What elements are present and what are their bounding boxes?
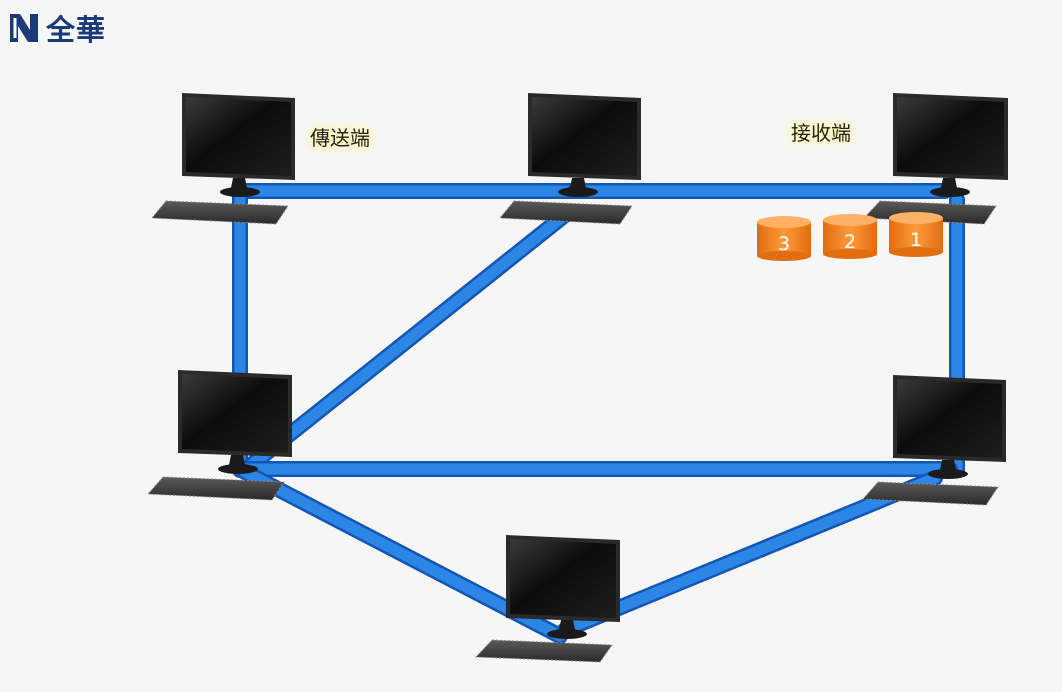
computer-icon (498, 93, 641, 225)
packet-number: 3 (777, 233, 791, 255)
network-nodes (146, 93, 1008, 663)
data-packets (757, 212, 943, 261)
sender-label: 傳送端 (310, 126, 370, 150)
brand-name: 全華 (46, 13, 107, 47)
packet-number: 1 (909, 229, 923, 251)
computer-icon (150, 93, 295, 225)
brand-logo: 全華 (6, 10, 107, 47)
brand-mark-icon (10, 14, 38, 42)
computer-icon (146, 370, 292, 501)
link-top-middle-middle-left (237, 207, 573, 478)
packet-icon (823, 214, 877, 259)
packet-number: 2 (843, 231, 857, 253)
computer-icon (474, 535, 620, 663)
computer-icon (861, 375, 1006, 506)
packet-icon (757, 216, 811, 261)
link-bottom-middle-right (557, 470, 943, 638)
receiver-label: 接收端 (791, 121, 851, 145)
packet-icon (889, 212, 943, 257)
computer-icon (862, 93, 1008, 225)
